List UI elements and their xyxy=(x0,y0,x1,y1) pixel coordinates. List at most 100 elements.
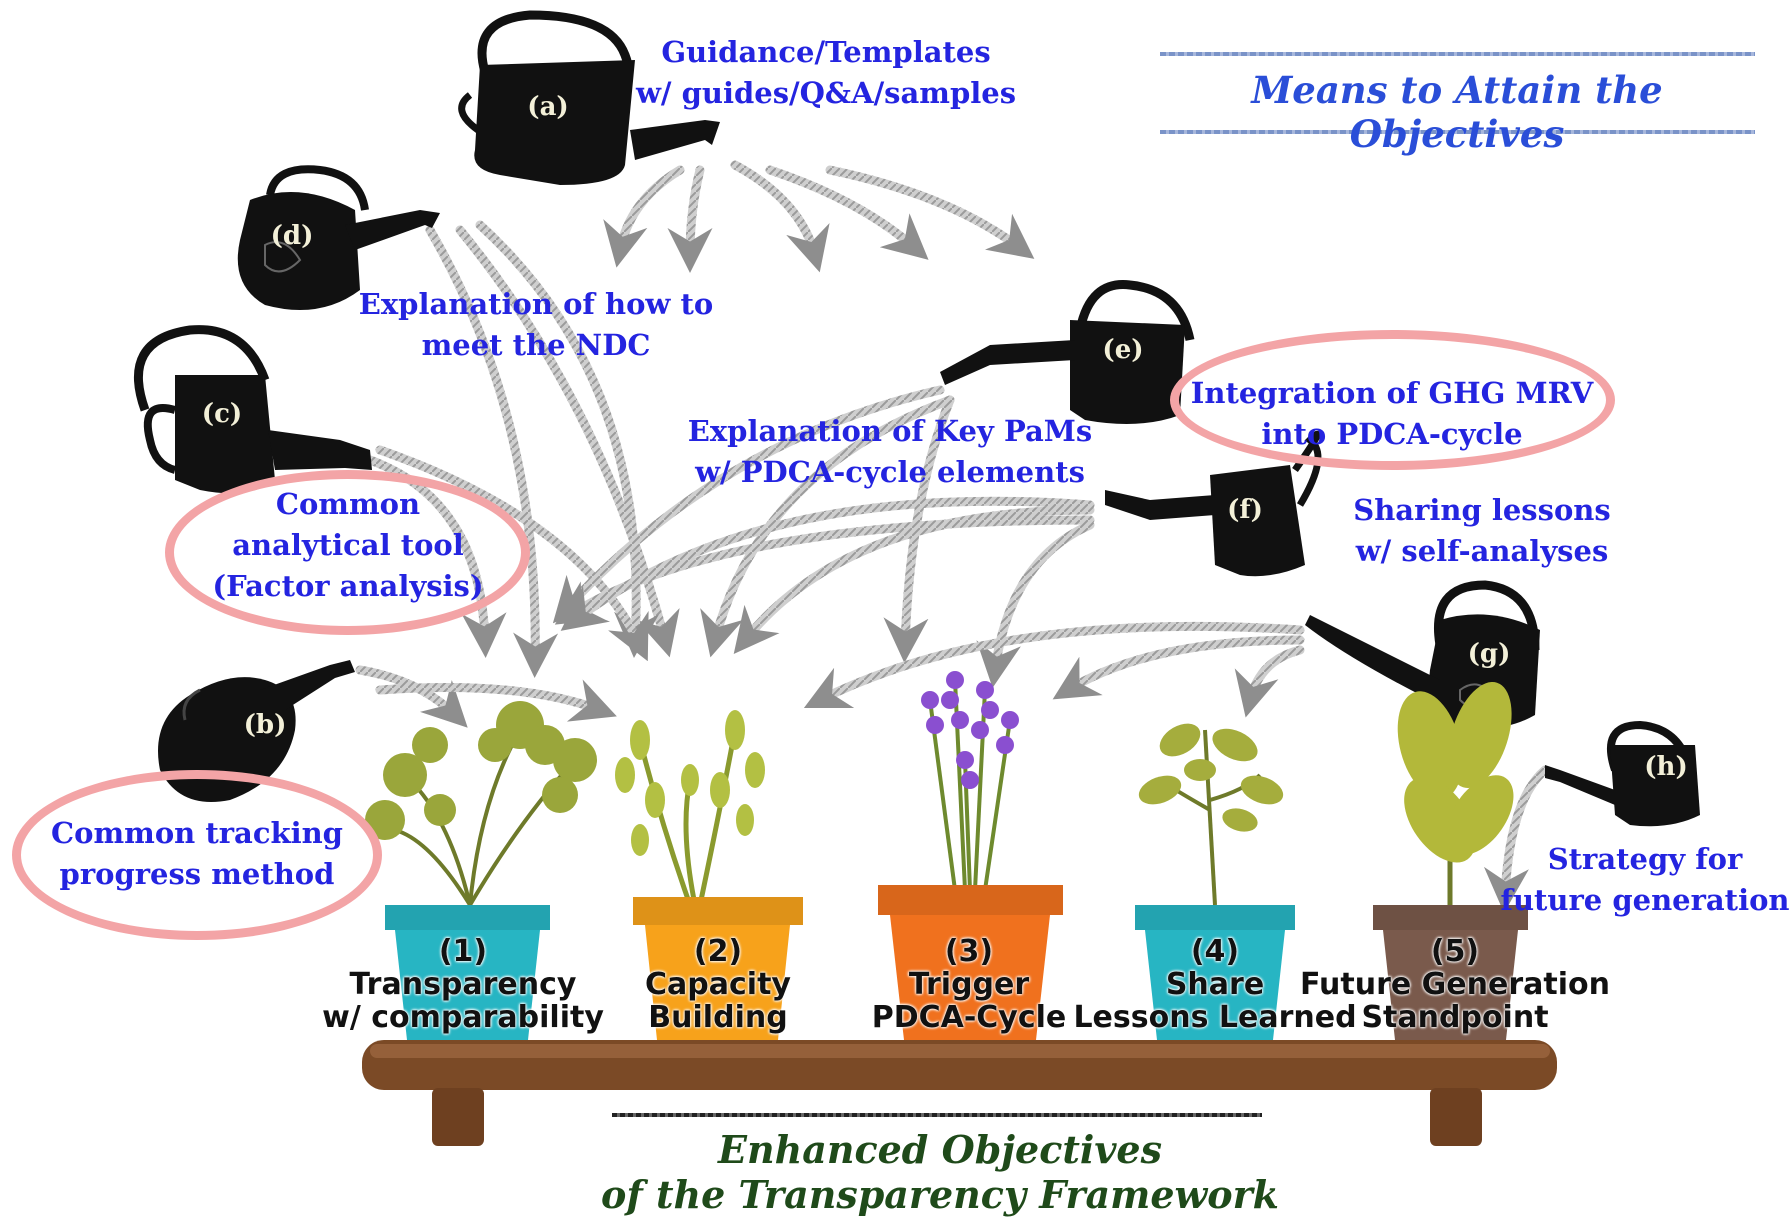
pot-1-line2: w/ comparability xyxy=(322,1000,604,1035)
label-h: Strategy for future generation xyxy=(1500,839,1789,921)
arrow-c-2 xyxy=(375,445,649,662)
footer-title-line2: of the Transparency Framework xyxy=(601,1172,1279,1217)
label-c: Common analytical tool (Factor analysis) xyxy=(212,484,483,607)
arrow-e-2 xyxy=(700,395,955,658)
label-e-key: Explanation of Key PaMs w/ PDCA-cycle el… xyxy=(688,411,1092,493)
pot-5-line1: Future Generation xyxy=(1300,967,1610,1002)
can-letter-d: (d) xyxy=(270,221,314,251)
pot-label-5: (5) Future Generation Standpoint xyxy=(1300,935,1610,1034)
arrow-d-3 xyxy=(475,220,660,658)
arrow-group xyxy=(355,160,1550,913)
label-f-line1: Sharing lessons xyxy=(1353,493,1611,527)
arrow-g-2 xyxy=(1052,635,1305,700)
pot-3-number: (3) xyxy=(944,934,994,969)
header-title: Means to Attain the Objectives xyxy=(1251,68,1663,156)
arrow-d-1 xyxy=(425,225,559,678)
watering-can-h xyxy=(1545,720,1700,827)
label-b-line1: Common tracking xyxy=(51,816,343,850)
arrow-h-1 xyxy=(1483,765,1550,913)
pot-5 xyxy=(1373,905,1528,1040)
pot-1-number: (1) xyxy=(438,934,488,969)
arrow-a-5 xyxy=(825,165,1035,259)
label-a-line1: Guidance/Templates xyxy=(661,35,991,69)
footer-title: Enhanced Objectives of the Transparency … xyxy=(530,1127,1350,1217)
pot-label-4: (4) Share Lessons Learned xyxy=(1073,935,1356,1034)
footer-rule xyxy=(612,1113,1262,1117)
label-e-key-line2: w/ PDCA-cycle elements xyxy=(695,455,1085,489)
highlight-oval-e xyxy=(1170,330,1615,470)
plant-5 xyxy=(1397,681,1514,905)
can-letter-c: (c) xyxy=(201,399,243,429)
pot-4 xyxy=(1135,905,1295,1040)
arrow-a-3 xyxy=(730,160,830,273)
label-d: Explanation of how to meet the NDC xyxy=(359,284,713,366)
arrow-g-3 xyxy=(1234,645,1305,718)
label-b: Common tracking progress method xyxy=(51,813,343,895)
watering-can-a xyxy=(458,10,720,185)
label-e-line1: Integration of GHG MRV xyxy=(1190,376,1594,410)
label-f: Sharing lessons w/ self-analyses xyxy=(1353,490,1610,572)
pot-3-line1: Trigger xyxy=(908,967,1030,1002)
header-rule-bottom xyxy=(1160,130,1755,134)
arrow-g-1 xyxy=(803,621,1305,709)
highlight-oval-c xyxy=(165,470,530,635)
pot-3 xyxy=(878,885,1063,1040)
watering-can-e xyxy=(940,280,1195,424)
pot-label-3: (3) Trigger PDCA-Cycle xyxy=(872,935,1067,1034)
can-letter-g: (g) xyxy=(1467,639,1511,669)
pot-label-2: (2) Capacity Building xyxy=(645,935,791,1034)
label-c-line2: analytical tool xyxy=(232,528,464,562)
header-rule-top xyxy=(1160,52,1755,56)
plant-2 xyxy=(615,710,765,906)
pot-4-number: (4) xyxy=(1190,934,1240,969)
pot-2-number: (2) xyxy=(693,934,743,969)
label-b-line2: progress method xyxy=(59,857,335,891)
pot-label-1: (1) Transparency w/ comparability xyxy=(322,935,604,1034)
pot-4-line2: Lessons Learned xyxy=(1073,1000,1357,1035)
arrow-b-2 xyxy=(375,679,617,722)
label-c-line1: Common xyxy=(275,487,421,521)
highlight-oval-b xyxy=(12,770,382,940)
label-f-line2: w/ self-analyses xyxy=(1355,534,1609,568)
label-h-line1: Strategy for xyxy=(1547,842,1743,876)
label-a-line2: w/ guides/Q&A/samples xyxy=(635,76,1017,110)
can-letter-f: (f) xyxy=(1227,495,1263,525)
watering-can-d xyxy=(237,165,440,310)
label-h-line2: future generation xyxy=(1500,883,1790,917)
plant-3 xyxy=(921,671,1019,891)
arrow-f-1 xyxy=(733,505,1095,654)
label-a: Guidance/Templates w/ guides/Q&A/samples xyxy=(636,32,1016,114)
pot-5-line2: Standpoint xyxy=(1361,1000,1549,1035)
label-d-line1: Explanation of how to xyxy=(358,287,714,321)
arrow-e-3 xyxy=(883,395,955,663)
shelf xyxy=(362,1040,1557,1146)
label-c-line3: (Factor analysis) xyxy=(212,569,484,603)
footer-title-line1: Enhanced Objectives xyxy=(718,1127,1162,1172)
pot-2-line1: Capacity xyxy=(645,967,791,1002)
can-letter-b: (b) xyxy=(243,710,287,740)
pot-3-line2: PDCA-Cycle xyxy=(871,1000,1067,1035)
pot-5-number: (5) xyxy=(1430,934,1480,969)
pot-1 xyxy=(385,905,550,1040)
arrow-e-1 xyxy=(552,385,945,624)
watering-can-c xyxy=(133,325,372,494)
pot-1-line1: Transparency xyxy=(349,967,577,1002)
label-d-line2: meet the NDC xyxy=(421,328,651,362)
pot-2-line2: Building xyxy=(648,1000,788,1035)
pot-4-line1: Share xyxy=(1165,967,1265,1002)
plant-4 xyxy=(1138,723,1284,906)
label-e: Integration of GHG MRV into PDCA-cycle xyxy=(1191,373,1593,455)
pot-2 xyxy=(633,897,803,1040)
arrow-a-1 xyxy=(603,165,685,268)
can-letter-a: (a) xyxy=(527,92,569,122)
can-letter-e: (e) xyxy=(1102,335,1144,365)
plant-1 xyxy=(365,701,597,907)
arrow-f-3 xyxy=(976,520,1095,688)
label-e-key-line1: Explanation of Key PaMs xyxy=(687,414,1093,448)
label-e-line2: into PDCA-cycle xyxy=(1261,417,1523,451)
arrow-a-4 xyxy=(765,165,929,260)
can-letter-h: (h) xyxy=(1644,752,1688,782)
arrow-f-4 xyxy=(560,496,1095,631)
arrow-a-2 xyxy=(667,165,713,273)
